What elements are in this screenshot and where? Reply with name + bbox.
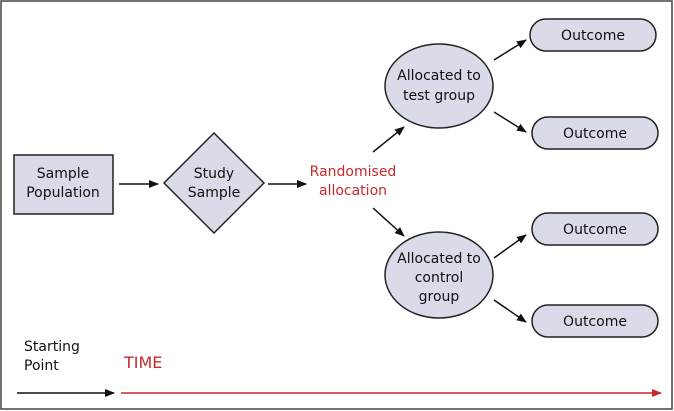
randomised-line-2: allocation [319, 183, 387, 199]
study-sample-line-1: Study [194, 166, 234, 182]
arrow-to-test-group [372, 126, 405, 153]
starting-point-label: Starting Point [24, 339, 80, 374]
arrow-test-to-outcome-1 [493, 39, 527, 61]
randomised-allocation-label: Randomised allocation [310, 164, 397, 199]
arrow-control-to-outcome-4 [493, 299, 527, 323]
outcome-label-2: Outcome [563, 126, 627, 142]
outcome-label-1: Outcome [561, 28, 625, 44]
control-group-node: Allocated to control group [384, 231, 494, 319]
starting-point-line-2: Point [24, 358, 59, 374]
arrow-to-control-group [372, 207, 405, 237]
test-group-line-1: Allocated to [397, 68, 481, 84]
outcome-node-3: Outcome [531, 212, 659, 246]
sample-population-line-2: Population [26, 185, 100, 201]
time-label: TIME [123, 353, 162, 372]
sample-population-node: Sample Population [13, 154, 114, 215]
study-sample-line-2: Sample [188, 185, 241, 201]
test-group-line-2: test group [403, 88, 475, 104]
outcome-label-4: Outcome [563, 314, 627, 330]
control-group-line-3: group [419, 289, 460, 305]
starting-point-line-1: Starting [24, 339, 80, 355]
sample-population-line-1: Sample [37, 166, 90, 182]
control-group-line-2: control [415, 270, 464, 286]
test-group-node: Allocated to test group [384, 43, 494, 129]
randomised-line-1: Randomised [310, 164, 397, 180]
study-sample-node: Study Sample [162, 131, 266, 235]
outcome-node-4: Outcome [531, 304, 659, 338]
outcome-node-1: Outcome [529, 18, 657, 52]
arrow-control-to-outcome-3 [493, 234, 527, 259]
control-group-line-1: Allocated to [397, 251, 481, 267]
arrow-test-to-outcome-2 [493, 111, 527, 133]
outcome-node-2: Outcome [531, 116, 659, 150]
outcome-label-3: Outcome [563, 222, 627, 238]
